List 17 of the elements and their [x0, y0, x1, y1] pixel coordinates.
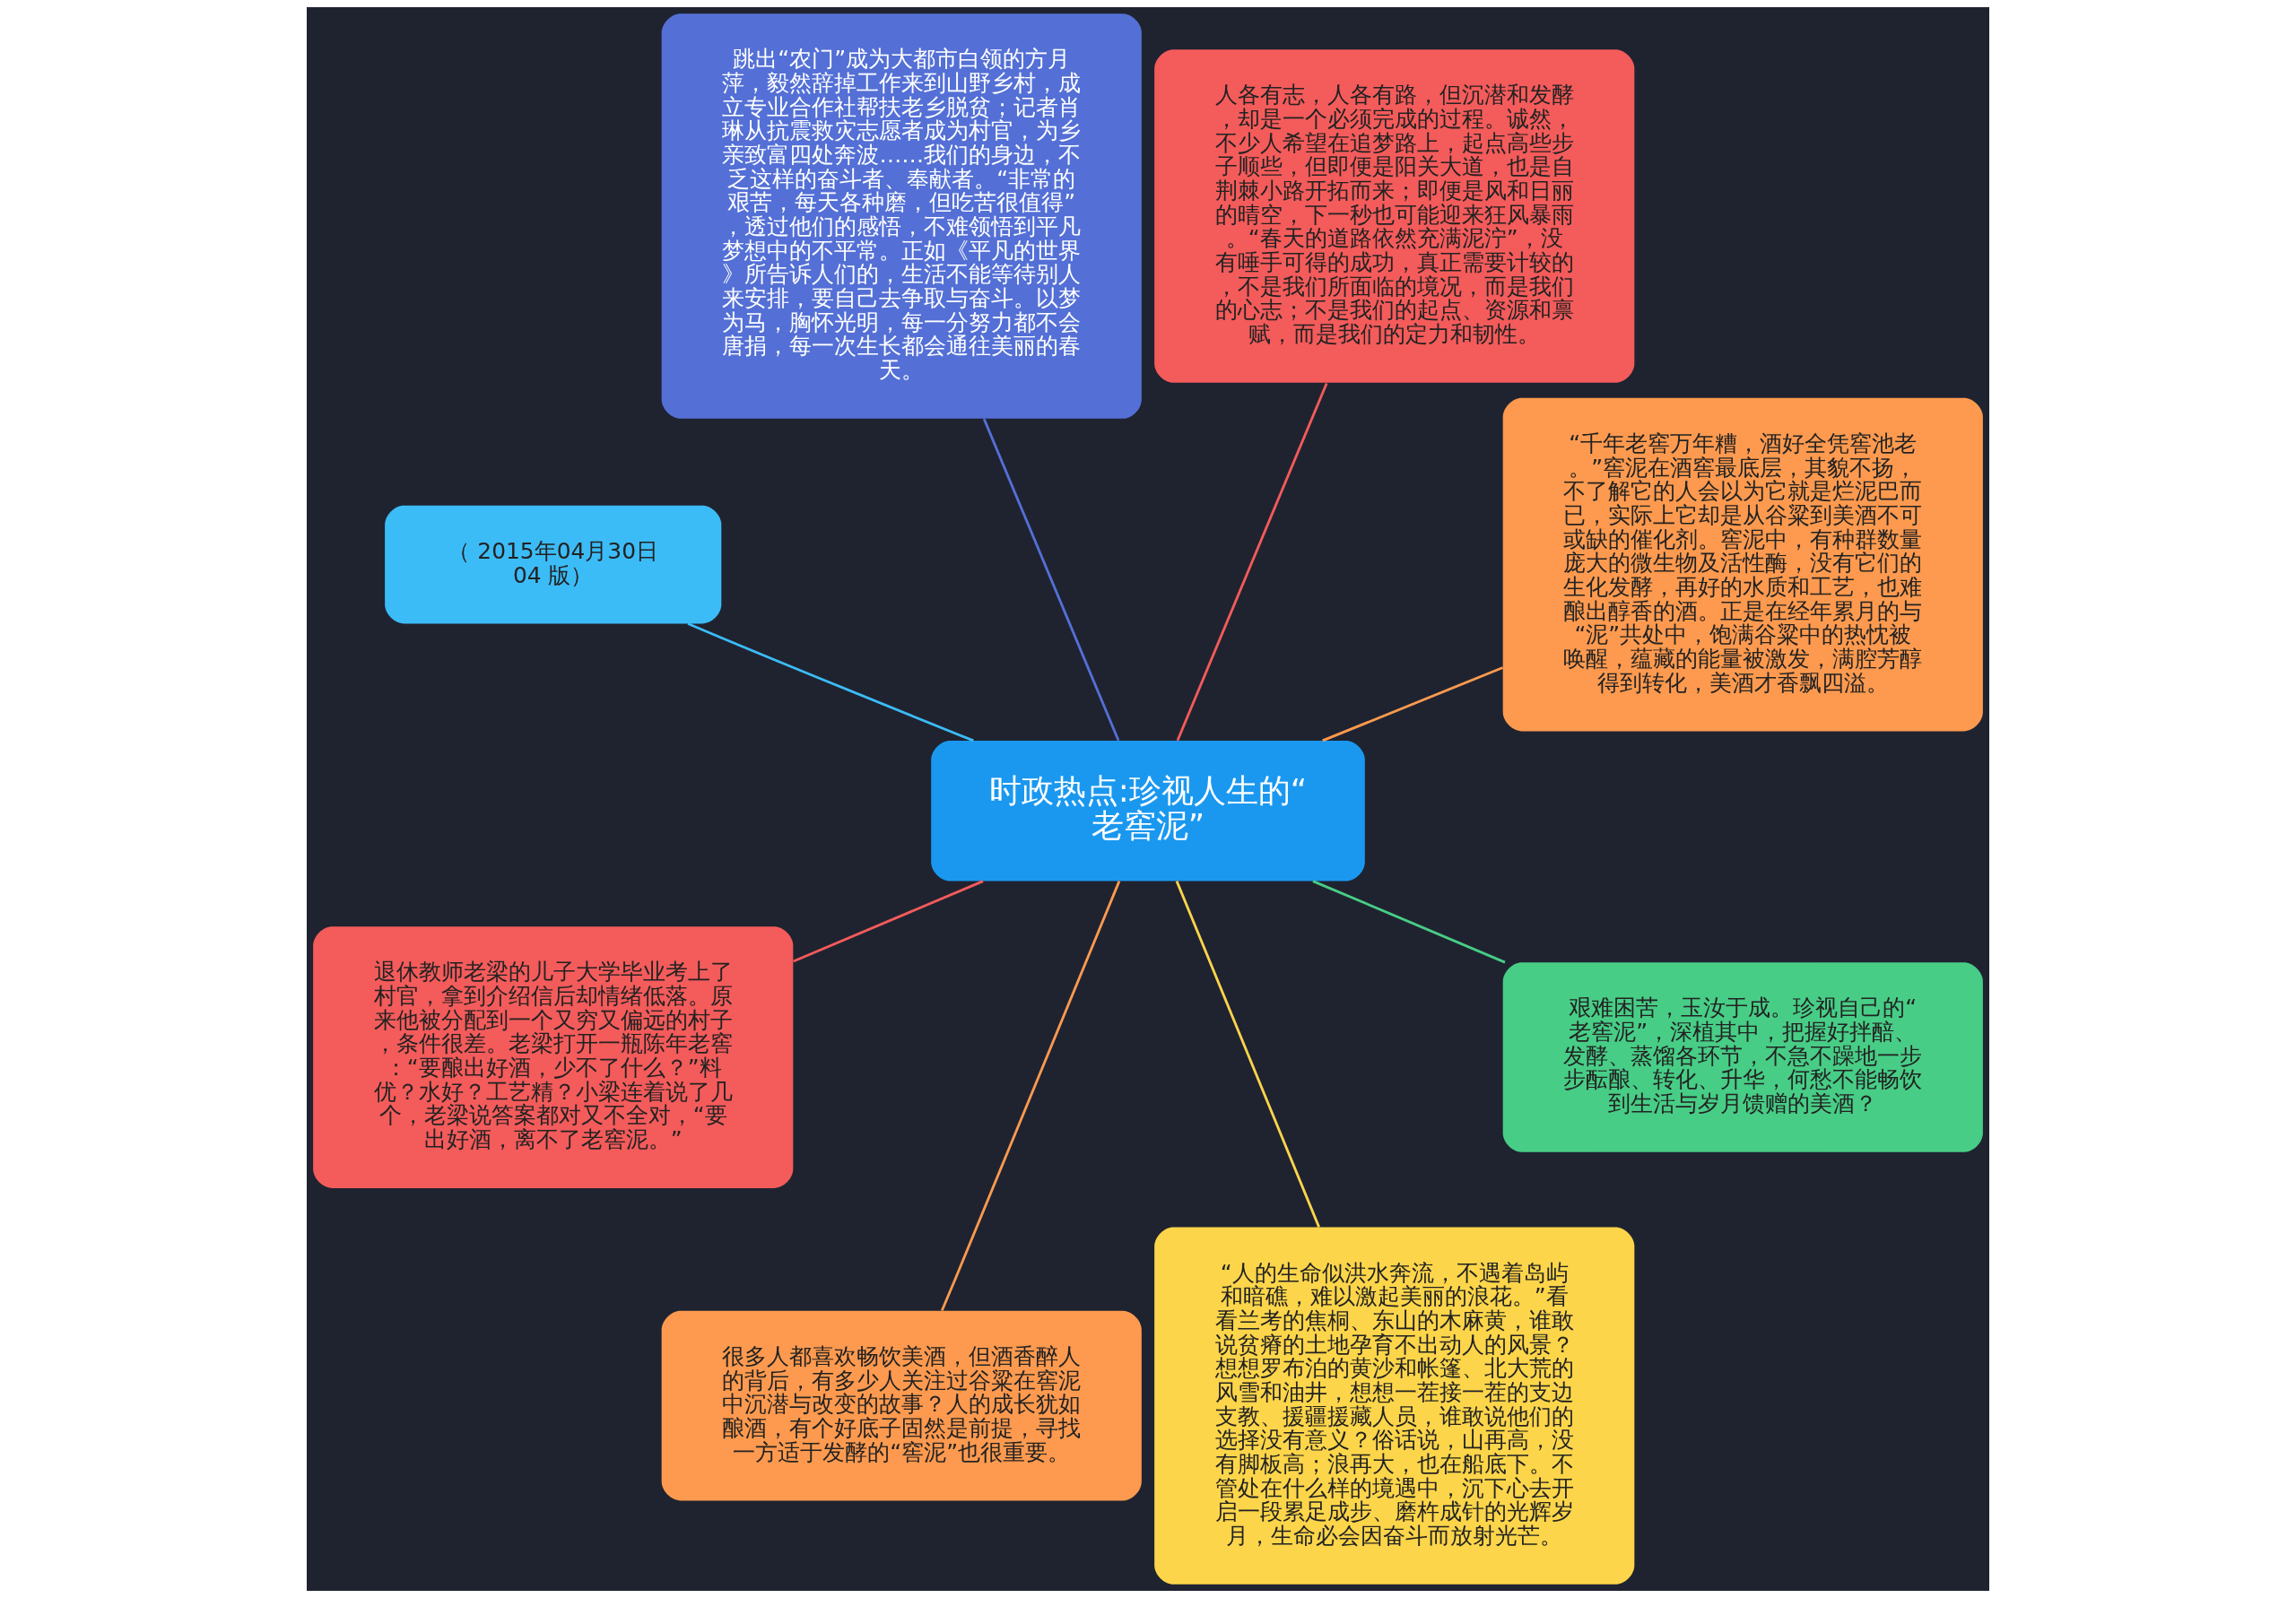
node-box: 人各有志，人各有路，但沉潜和发酵，却是一个必须完成的过程。诚然，不少人希望在追梦路上，起点高些步子顺些，但即便是阳关大道，也是自荆棘小路开拓而来；即便是风和日丽的晴空，下一秒也可能迎来狂风暴雨。“春天的道路依然充满泥泞”，没有唾手可得的成功，真正需要计较的，不是我们所面临的境况，而是我们的心志；不是我们的起点、资源和禀赋，而是我们的定力和韧性。 [1154, 49, 1635, 383]
node-box: 时政热点:珍视人生的“老窖泥” [931, 741, 1365, 882]
node-box: （ 2015年04月30日 04 版） [385, 505, 722, 624]
node-box: “千年老窖万年糟，酒好全凭窖池老。”窖泥在酒窖最底层，其貌不扬，不了解它的人会以为它就是烂泥巴而已，实际上它却是从谷粱到美酒不可或缺的催化剂。窖泥中，有种群数量庞大的微生物及活性酶，没有它们的生化发酵，再好的水质和工艺，也难酿出醇香的酒。正是在经年累月的与“泥”共处中，饱满谷粱中的热忱被唤醒，蕴藏的能量被激发，满腔芳醇得到转化，美酒才香飘四溢。 [1502, 397, 1983, 732]
connector [793, 880, 984, 963]
node-box: 退休教师老梁的儿子大学毕业考上了村官，拿到介绍信后却情绪低落。原来他被分配到一个又穷又偏远的村子，条件很差。老梁打开一瓶陈年老窖：“要酿出好酒，少不了什么？”料优？水好？工艺精？小梁连着说了几个，老梁说答案都对又不全对，“要出好酒，离不了老窖泥。” [313, 926, 794, 1188]
node-box: “人的生命似洪水奔流，不遇着岛屿和暗礁，难以激起美丽的浪花。”看看兰考的焦桐、东山的木麻黄，谁敢说贫瘠的土地孕育不出动人的风景？想想罗布泊的黄沙和帐篷、北大荒的风雪和油井，想想一茬接一茬的支边支教、援疆援藏人员，谁敢说他们的选择没有意义？俗话说，山再高，没有脚板高；浪再大，也在船底下。不管处在什么样的境遇中，沉下心去开启一段累足成步、磨杵成针的光辉岁月，生命必会因奋斗而放射光芒。 [1154, 1227, 1635, 1585]
connector [687, 622, 974, 743]
connector [941, 881, 1121, 1312]
node-box: 艰难困苦，玉汝于成。珍视自己的“老窖泥”，深植其中，把握好拌醅、发酵、蒸馏各环节，不急不躁地一步步酝酿、转化、升华，何愁不能畅饮到生活与岁月馈赠的美酒？ [1502, 962, 1983, 1152]
connector [1312, 880, 1506, 964]
connector [1175, 881, 1320, 1228]
connector [1322, 666, 1504, 743]
connector [982, 418, 1120, 742]
connector [1176, 382, 1328, 742]
node-box: 跳出“农门”成为大都市白领的方月萍，毅然辞掉工作来到山野乡村，成立专业合作社帮扶老乡脱贫；记者肖琳从抗震救灾志愿者成为村官，为乡亲致富四处奔波……我们的身边，不乏这样的奋斗者、奉献者。“非常的艰苦，每天各种磨，但吃苦很值得”，透过他们的感悟，不难领悟到平凡梦想中的不平常。正如《平凡的世界》所告诉人们的，生活不能等待别人来安排，要自己去争取与奋斗。以梦为马，胸怀光明，每一分努力都不会唐捐，每一次生长都会通往美丽的春天。 [661, 13, 1142, 419]
node-box: 很多人都喜欢畅饮美酒，但酒香醉人的背后，有多少人关注过谷粱在窖泥中沉潜与改变的故事？人的成长犹如酿酒，有个好底子固然是前提，寻找一方适于发酵的“窖泥”也很重要。 [661, 1310, 1142, 1501]
